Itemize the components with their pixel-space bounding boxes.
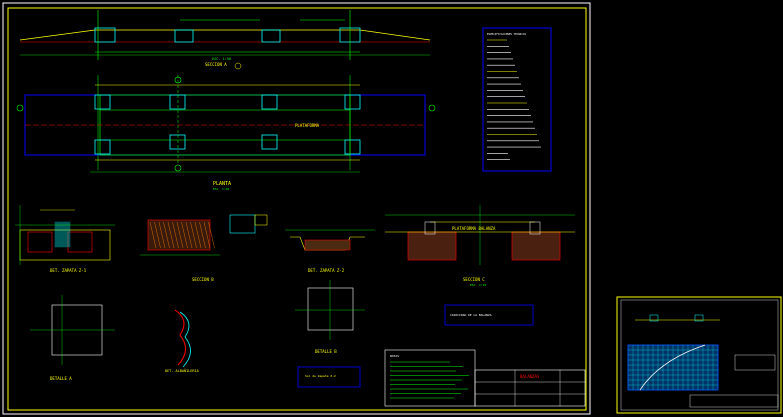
secondary-sheet — [616, 296, 782, 414]
planta-scale: ESC. 1:50 — [213, 187, 229, 191]
hatch-line — [203, 221, 211, 249]
hatch-line — [154, 221, 161, 249]
det-albanileria: DET. ALBAÑILERIA — [165, 309, 200, 373]
hatch-line — [149, 221, 157, 249]
brand-label: BALANZAS — [520, 374, 540, 379]
det-zapata-z1: DET. ZAPATA Z-1 — [15, 205, 115, 273]
det-zapata-z2: DET. ZAPATA Z-2 — [285, 229, 375, 273]
hatch-line — [172, 221, 179, 249]
hatch-pattern-b — [149, 221, 215, 249]
hatch-line — [185, 221, 193, 249]
zapatas-box: Sol de Zapata Z-2 — [297, 366, 361, 388]
det-zapata-z1-title: DET. ZAPATA Z-1 — [50, 268, 87, 273]
seccion-c-scale: ESC. 1:25 — [470, 283, 486, 287]
notas-title: NOTAS — [390, 354, 399, 358]
plataforma-label: PLATAFORMA — [295, 123, 320, 128]
note-text-lines — [390, 361, 469, 399]
grid-pattern-small — [627, 344, 719, 391]
capacidad-box: CAPACIDAD DE LA BALANZA — [444, 304, 534, 326]
specifications-box: ESPECIFICACIONES TECNICAS — [482, 27, 552, 172]
seccion-b-title: SECCION B — [192, 277, 214, 282]
hatch-line — [181, 221, 188, 249]
det-albanileria-title: DET. ALBAÑILERIA — [165, 368, 200, 373]
hatch-line — [199, 221, 206, 249]
plataforma-balanza-label: PLATAFORMA BALANZA — [452, 226, 496, 231]
hatch-line — [176, 221, 184, 249]
detalle-a-title: DETALLE A — [50, 376, 72, 381]
seccion-b: SECCION B — [140, 214, 268, 282]
planta-plan-view: PLATAFORMA PLANTA ESC. 1:50 — [16, 75, 436, 191]
hatch-line — [163, 221, 170, 249]
seccion-c: PLATAFORMA BALANZA SECCION C ESC. 1:25 — [385, 205, 575, 287]
hatch-line — [190, 221, 197, 249]
detalle-b-title: DETALLE B — [315, 349, 337, 354]
spec-text-lines — [487, 39, 541, 160]
detalle-a: DETALLE A — [30, 295, 115, 381]
elevation-seccion-a: ESC. 1:50 SECCION A — [19, 10, 431, 70]
hatch-line — [194, 221, 202, 249]
title-block: BALANZAS — [474, 369, 586, 407]
hatch-line — [208, 221, 215, 249]
planta-title: PLANTA — [213, 181, 231, 187]
capacidad-text: CAPACIDAD DE LA BALANZA — [450, 313, 492, 317]
specs-title: ESPECIFICACIONES TECNICAS — [487, 32, 526, 36]
seccion-a-title: SECCION A — [205, 62, 227, 67]
det-zapata-z2-title: DET. ZAPATA Z-2 — [308, 268, 345, 273]
hatch-line — [158, 221, 166, 249]
detalle-b: DETALLE B — [295, 280, 365, 354]
hatch-line — [167, 221, 175, 249]
seccion-c-title: SECCION C — [463, 277, 485, 282]
svg-text:ESC. 1:50: ESC. 1:50 — [212, 57, 231, 61]
main-sheet — [2, 2, 591, 415]
notes-block: NOTAS — [384, 349, 476, 407]
zapatas-text: Sol de Zapata Z-2 — [305, 374, 336, 378]
